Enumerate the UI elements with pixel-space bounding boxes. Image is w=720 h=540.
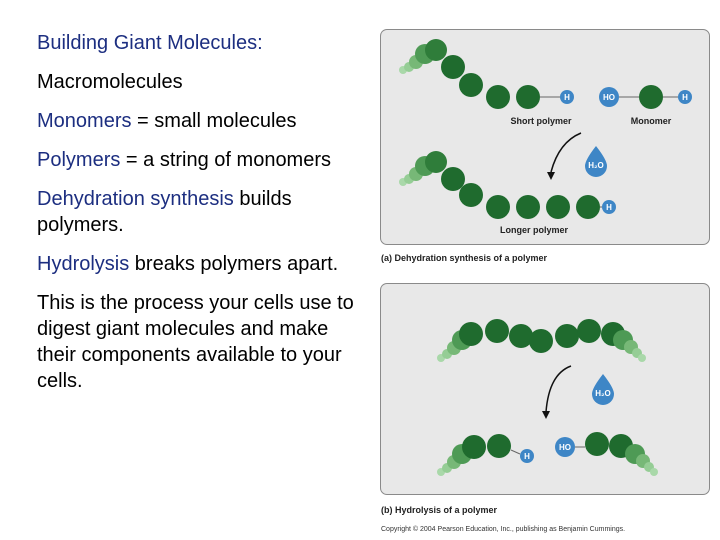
longer-polymer-label: Longer polymer [500,225,569,235]
hydrolysis-panel: H₂O H HO [380,283,710,495]
monomer-label: Monomer [631,116,672,126]
slide-text: Building Giant Molecules: Macromolecules… [37,30,367,407]
monomers-line: Monomers = small molecules [37,108,367,134]
hydrolysis-line: Hydrolysis breaks polymers apart. [37,251,367,277]
dehydration-line: Dehydration synthesis builds polymers. [37,186,367,238]
dehydration-panel: H Short polymer HO H Monomer H₂O [380,29,710,245]
svg-text:HO: HO [603,93,615,102]
svg-text:H: H [564,93,570,102]
svg-text:H₂O: H₂O [588,161,604,170]
caption-dehydration: (a) Dehydration synthesis of a polymer [381,253,547,263]
hydrolysis-diagram: H₂O H HO [381,284,709,494]
polymers-line: Polymers = a string of monomers [37,147,367,173]
heading: Building Giant Molecules: [37,30,367,56]
dehydration-diagram: H Short polymer HO H Monomer H₂O [381,30,709,244]
digestion-line: This is the process your cells use to di… [37,290,367,394]
svg-text:H: H [682,93,688,102]
svg-text:H₂O: H₂O [595,389,611,398]
product-fragment: HO [555,432,658,476]
reaction-arrow-icon [546,366,571,412]
water-drop-icon: H₂O [592,374,614,405]
longer-polymer-chain: H [399,151,616,219]
monomers-term: Monomers [37,110,131,132]
polymer-chain [437,319,646,362]
water-drop-icon: H₂O [585,146,607,177]
product-polymer-chain: H [437,434,534,476]
dehydration-term: Dehydration synthesis [37,188,234,210]
polymers-term: Polymers [37,149,120,171]
svg-text:H: H [606,203,612,212]
reaction-arrow-icon [551,133,581,172]
h-atom-icon: H [560,90,574,104]
short-polymer-label: Short polymer [510,116,572,126]
hydrolysis-term: Hydrolysis [37,253,129,275]
svg-text:H: H [524,452,530,461]
macromolecules-line: Macromolecules [37,69,367,95]
svg-text:HO: HO [559,443,571,452]
monomer-molecule: HO H [599,85,692,109]
caption-hydrolysis: (b) Hydrolysis of a polymer [381,505,497,515]
short-polymer-chain [399,39,561,109]
copyright-notice: Copyright © 2004 Pearson Education, Inc.… [381,526,625,533]
